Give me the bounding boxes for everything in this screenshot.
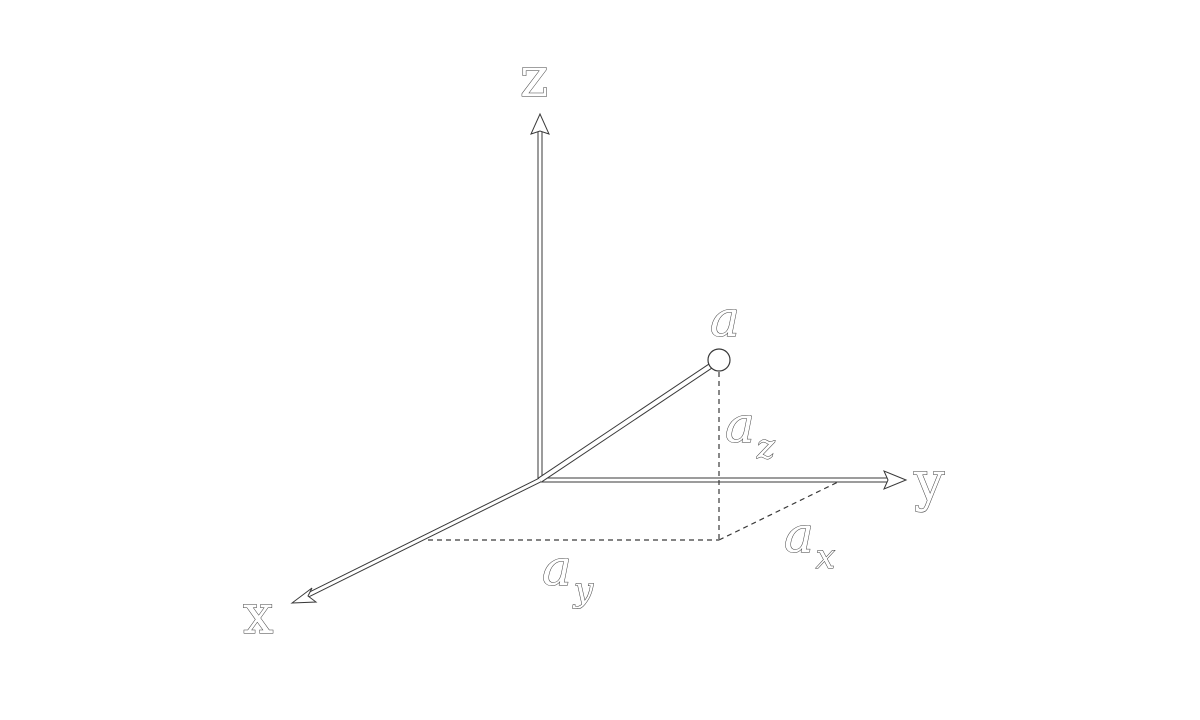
x-axis bbox=[290, 477, 542, 604]
az-label-subscript: z bbox=[756, 427, 776, 467]
y-axis-arrowhead bbox=[883, 470, 908, 490]
ax-label-subscript: x bbox=[816, 537, 835, 577]
z-axis bbox=[530, 112, 550, 480]
z-axis-label: z bbox=[520, 46, 548, 109]
ay-label: ay bbox=[542, 539, 594, 610]
z-axis-arrowhead bbox=[530, 112, 550, 135]
y-axis bbox=[540, 470, 908, 490]
az-label-base: a bbox=[725, 396, 755, 454]
y-axis-label: y bbox=[913, 450, 945, 513]
ay-label-base: a bbox=[542, 539, 572, 597]
x-axis-label: x bbox=[243, 583, 273, 646]
point-a-marker bbox=[707, 348, 731, 372]
x-axis-arrowhead bbox=[290, 587, 318, 604]
az-label: az bbox=[725, 396, 776, 467]
ax-label-base: a bbox=[784, 506, 814, 564]
ax-projection-line bbox=[718, 481, 839, 541]
point-a-label: a bbox=[710, 290, 740, 348]
ay-label-subscript: y bbox=[572, 570, 594, 610]
ax-label: ax bbox=[784, 506, 835, 577]
vector-a bbox=[538, 360, 717, 483]
